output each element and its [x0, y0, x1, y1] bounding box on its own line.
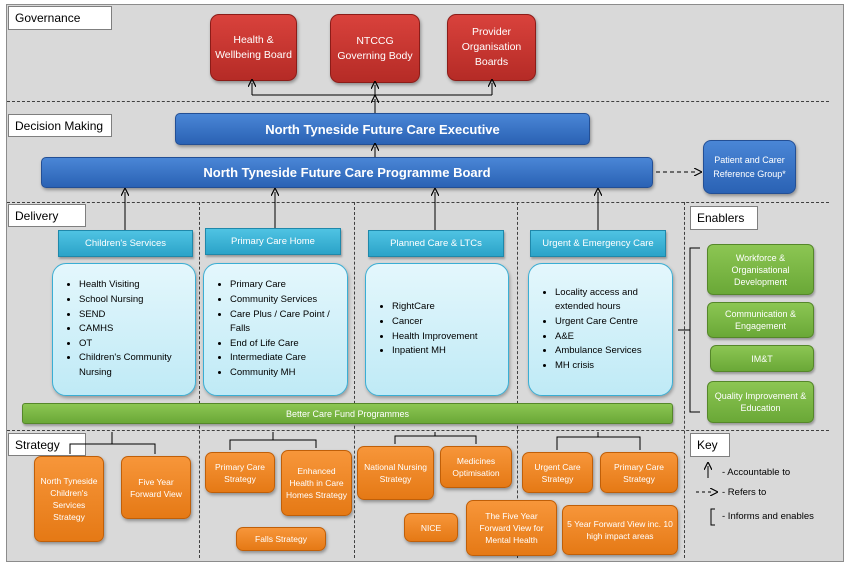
strategy-five-year-forward: Five Year Forward View	[121, 456, 191, 519]
list-item: Health Visiting	[79, 278, 195, 293]
list-item: Health Improvement	[392, 330, 478, 345]
header-childrens-services: Children's Services	[58, 230, 193, 257]
future-care-executive: North Tyneside Future Care Executive	[175, 113, 590, 145]
list-item: OT	[79, 337, 195, 352]
strategy-nt-childrens: North Tyneside Children's Services Strat…	[34, 456, 104, 542]
strategy-nice: NICE	[404, 513, 458, 542]
divider-decision	[7, 202, 829, 203]
health-wellbeing-board: Health & Wellbeing Board	[210, 14, 297, 81]
key-refers-label: - Refers to	[722, 487, 767, 498]
list-item: Community Services	[230, 293, 341, 308]
future-care-programme-board: North Tyneside Future Care Programme Boa…	[41, 157, 653, 188]
header-primary-care-home: Primary Care Home	[205, 228, 341, 255]
strategy-primary-care-1: Primary Care Strategy	[205, 452, 275, 493]
list-item: Children's Community Nursing	[79, 351, 195, 380]
strategy-national-nursing: National Nursing Strategy	[357, 446, 434, 500]
key-accountable-label: - Accountable to	[722, 467, 791, 478]
better-care-fund-bar: Better Care Fund Programmes	[22, 403, 673, 424]
section-label-decision-making: Decision Making	[8, 114, 112, 137]
planned-care-list: RightCare Cancer Health Improvement Inpa…	[365, 263, 509, 396]
strategy-fyfv-mental-health: The Five Year Forward View for Mental He…	[466, 500, 557, 556]
list-item: Inpatient MH	[392, 344, 478, 359]
enabler-imt: IM&T	[710, 345, 814, 372]
divider-col-4	[684, 202, 685, 558]
strategy-falls: Falls Strategy	[236, 527, 326, 551]
list-item: Care Plus / Care Point / Falls	[230, 308, 341, 337]
header-planned-care: Planned Care & LTCs	[368, 230, 504, 257]
divider-col-1	[199, 202, 200, 558]
section-label-key: Key	[690, 433, 730, 457]
strategy-primary-care-2: Primary Care Strategy	[600, 452, 678, 493]
childrens-services-list: Health Visiting School Nursing SEND CAMH…	[52, 263, 196, 396]
urgent-emergency-list: Locality access and extended hours Urgen…	[528, 263, 673, 396]
strategy-medicines-optimisation: Medicines Optimisation	[440, 446, 512, 488]
divider-col-2	[354, 202, 355, 558]
provider-organisation-boards: Provider Organisation Boards	[447, 14, 536, 81]
strategy-five-year-10-high-impact: 5 Year Forward View inc. 10 high impact …	[562, 505, 678, 555]
patient-carer-reference-group: Patient and Carer Reference Group*	[703, 140, 796, 194]
list-item: Community MH	[230, 366, 341, 381]
list-item: CAMHS	[79, 322, 195, 337]
list-item: Primary Care	[230, 278, 341, 293]
enabler-workforce: Workforce & Organisational Development	[707, 244, 814, 295]
divider-governance	[7, 101, 829, 102]
list-item: Ambulance Services	[555, 344, 666, 359]
primary-care-home-list: Primary Care Community Services Care Plu…	[203, 263, 348, 396]
section-label-strategy: Strategy	[8, 433, 86, 456]
list-item: Intermediate Care	[230, 351, 341, 366]
ntccg-governing-body: NTCCG Governing Body	[330, 14, 420, 83]
divider-col-3	[517, 202, 518, 558]
list-item: Urgent Care Centre	[555, 315, 666, 330]
header-urgent-emergency: Urgent & Emergency Care	[530, 230, 666, 257]
list-item: SEND	[79, 308, 195, 323]
list-item: MH crisis	[555, 359, 666, 374]
section-label-enablers: Enablers	[690, 206, 758, 230]
list-item: A&E	[555, 330, 666, 345]
strategy-urgent-care: Urgent Care Strategy	[522, 452, 593, 493]
strategy-enhanced-health: Enhanced Health in Care Homes Strategy	[281, 450, 352, 516]
list-item: School Nursing	[79, 293, 195, 308]
list-item: RightCare	[392, 300, 478, 315]
list-item: Cancer	[392, 315, 478, 330]
list-item: End of Life Care	[230, 337, 341, 352]
list-item: Locality access and extended hours	[555, 286, 666, 315]
section-label-delivery: Delivery	[8, 204, 86, 227]
enabler-communication: Communication & Engagement	[707, 302, 814, 338]
key-informs-label: - Informs and enables	[722, 511, 814, 522]
section-label-governance: Governance	[8, 6, 112, 30]
divider-delivery	[7, 430, 829, 431]
enabler-quality-improvement: Quality Improvement & Education	[707, 381, 814, 423]
